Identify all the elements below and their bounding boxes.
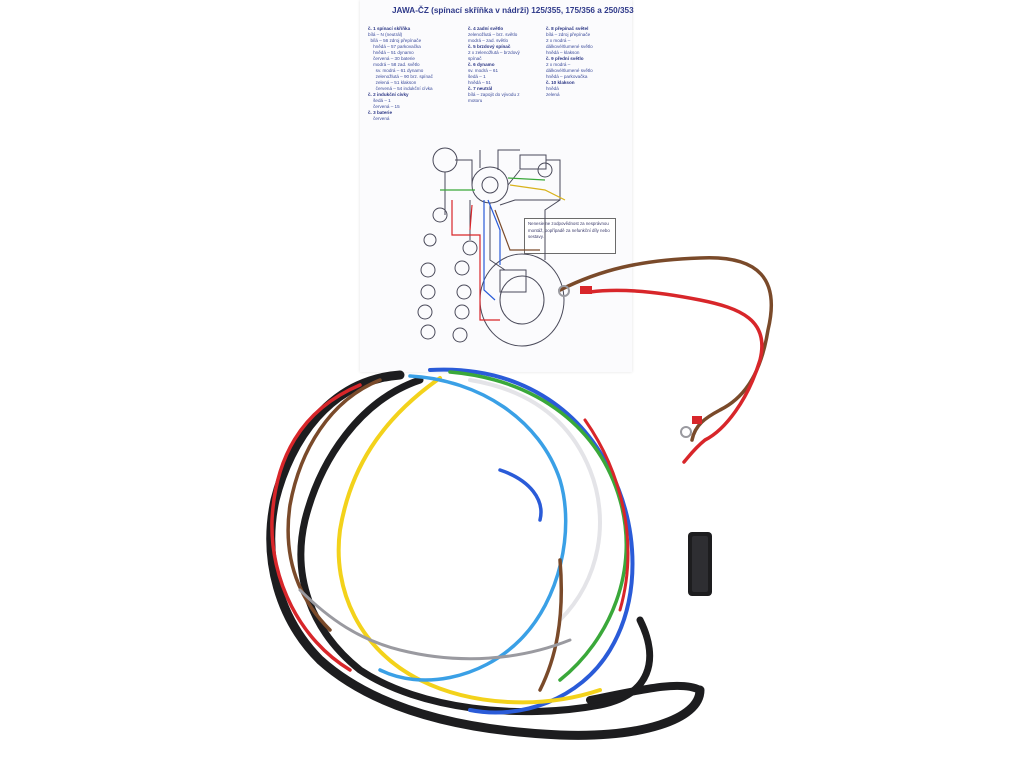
legend-line: hnědá – 51 dynamo [368, 50, 414, 55]
light-blue-wire [378, 374, 568, 682]
legend-heading: č. 4 zadní světlo [468, 26, 504, 31]
legend-line: modrá – zad. světlo [468, 38, 509, 43]
black-sheath-loop [266, 370, 705, 740]
legend-heading: č. 7 neutrál [468, 86, 493, 91]
wiring-diagram-sheet [360, 0, 632, 372]
legend-line: dálkové/tlumené světlo [546, 44, 593, 49]
legend-line: 2 x modrá – [546, 38, 571, 43]
legend-line: spínač [468, 56, 482, 61]
legend-line: hnědá – 51 [468, 80, 491, 85]
legend-line: 2 x zelenožlutá – brzdový [468, 50, 520, 55]
brown-battery-lead [558, 256, 774, 442]
ring-terminal [558, 285, 570, 297]
legend-heading: č. 5 brzdový spínač [468, 44, 511, 49]
legend-heading: č. 2 indukční cívky [368, 92, 409, 97]
legend-line: červená – 15 [368, 104, 400, 109]
legend-heading: č. 3 baterie [368, 110, 393, 115]
legend-line: bílá – zapojit do vývodu z [468, 92, 520, 97]
legend-heading: č. 10 klakson [546, 80, 575, 85]
white-wire [468, 378, 602, 622]
legend-line: zelenožlutá – brz. světlo [468, 32, 518, 37]
legend-line: bílá – zdroj přepínače [546, 32, 591, 37]
legend-heading: č. 6 dynamo [468, 62, 495, 67]
yellow-wire [336, 376, 602, 705]
red-connector [580, 286, 592, 294]
legend-line: hnědá – parkovačka [546, 74, 588, 79]
battery-symbol [519, 154, 547, 170]
legend-line: 2 x modrá – [546, 62, 571, 67]
legend-heading: č. 8 přepínač světel [546, 26, 589, 31]
legend-line: motoru [468, 98, 483, 103]
brown-wire [286, 378, 382, 632]
legend-heading: č. 9 přední světlo [546, 56, 584, 61]
red-wire [270, 383, 362, 672]
red-battery-lead [588, 288, 764, 464]
legend-line: šedá – 1 [368, 98, 391, 103]
legend-line: zelená [546, 92, 560, 97]
legend-line: bílá – N (neutrál) [368, 32, 403, 37]
legend-line: bílá – 56 zdroj přepínače [368, 38, 422, 43]
legend-line: hnědá – 57 parkovačka [368, 44, 421, 49]
legend-line: sv. modrá – 61 [468, 68, 499, 73]
legend-heading: č. 1 spínací skříňka [368, 26, 411, 31]
legend-line: červená – 54 indukční cívka [368, 86, 433, 91]
sheet-title: JAWA-ČZ (spínací skříňka v nádrži) 125/3… [392, 6, 634, 15]
legend-line: zelená – 51 klakson [368, 80, 417, 85]
blue-wire [428, 367, 635, 715]
legend-line: červená [368, 116, 390, 121]
legend-line: šedá – 1 [468, 74, 486, 79]
legend-line: modrá – 58 zad. světlo [368, 62, 420, 67]
disclaimer-box: Nenesieme zodpovědnost za nesprávnou mon… [524, 218, 616, 254]
legend-line: červená – 30 baterie [368, 56, 415, 61]
ring-terminal-lower [680, 426, 692, 438]
legend-line: dálkové/tlumené světlo [546, 68, 593, 73]
legend-line: zelenožlutá – 90 brz. spínač [368, 74, 433, 79]
legend-line: hnědá – klakson [546, 50, 580, 55]
legend-line: hnědá [546, 86, 559, 91]
legend-line: sv. modrá – 61 dynamo [368, 68, 424, 73]
